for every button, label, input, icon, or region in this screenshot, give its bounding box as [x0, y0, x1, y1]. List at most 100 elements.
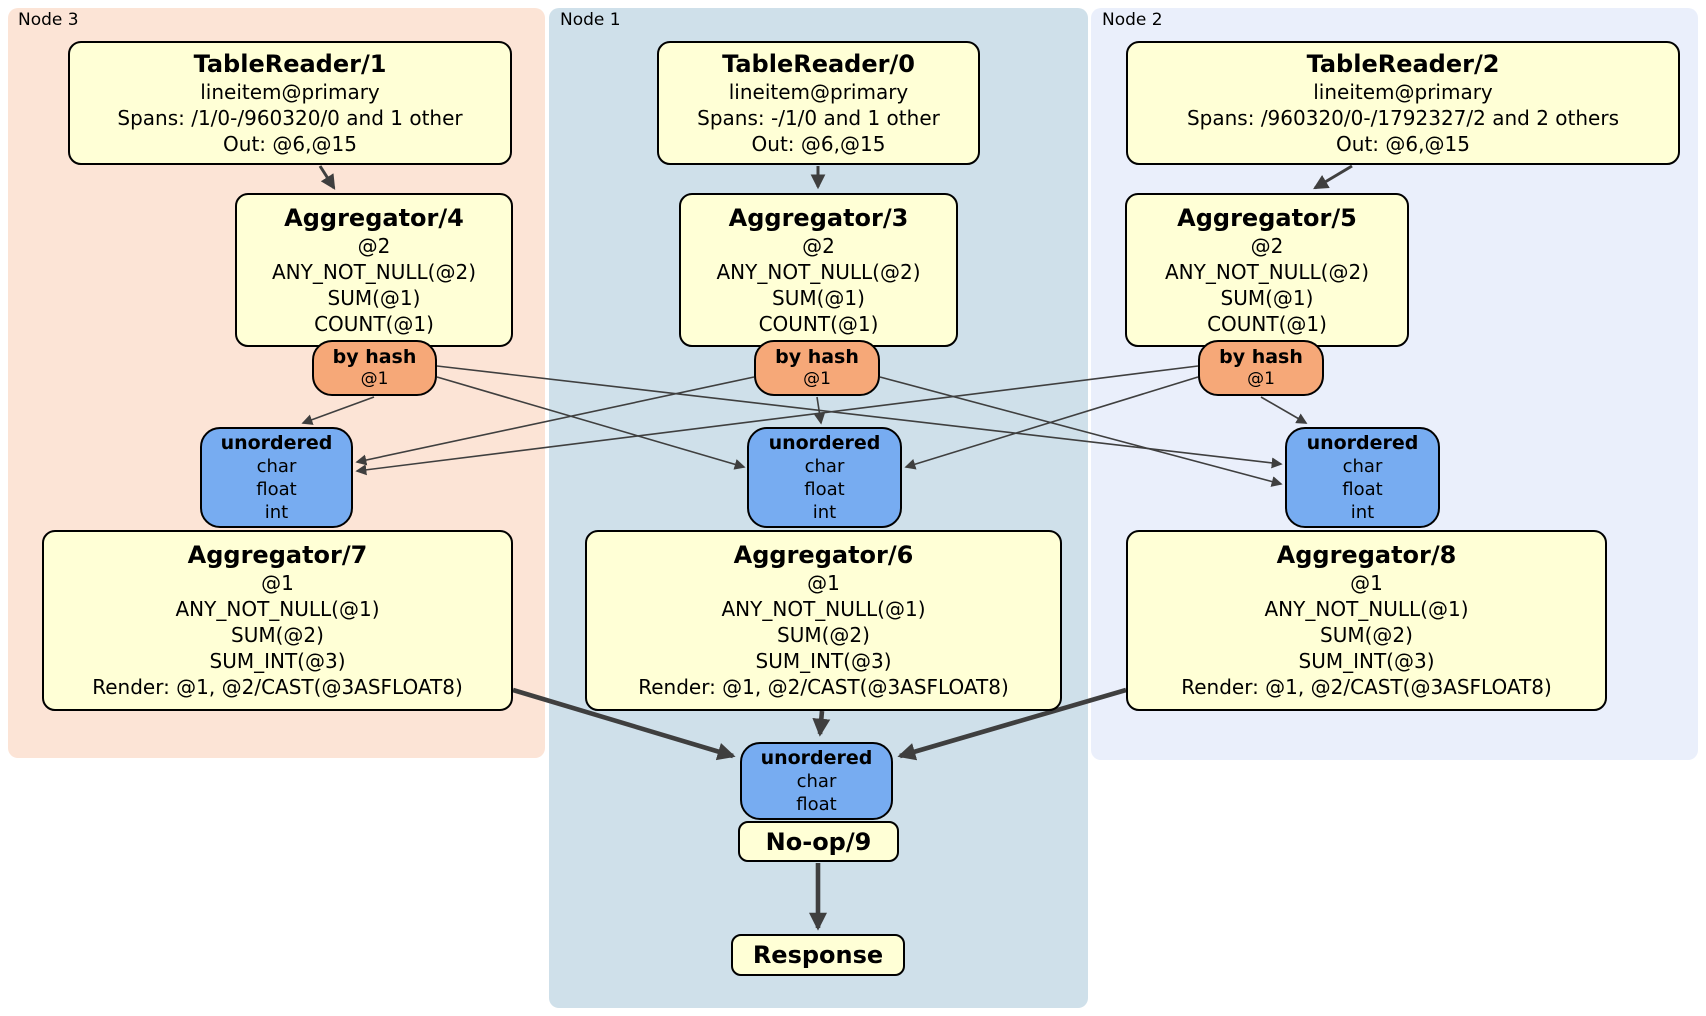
processor-detail: Out: @6,@15	[223, 131, 357, 156]
edge-router2-sync1	[904, 376, 1199, 470]
processor-title: Aggregator/8	[1276, 541, 1457, 569]
sync-type: char	[1342, 456, 1383, 477]
edge-router2-sync3	[355, 365, 1199, 476]
processor-title: Aggregator/6	[733, 541, 914, 569]
processor-tablereader-0: TableReader/0 lineitem@primary Spans: -/…	[657, 41, 980, 165]
node-1-label: Node 1	[560, 10, 621, 30]
sync-unordered-node2: unordered char float int	[1285, 427, 1440, 528]
processor-title: Aggregator/7	[187, 541, 368, 569]
processor-detail: SUM_INT(@3)	[755, 649, 892, 673]
router-detail: @1	[803, 369, 831, 389]
edge-router3-sync1	[436, 376, 746, 470]
router-title: by hash	[1219, 346, 1303, 368]
processor-aggregator-5: Aggregator/5 @2 ANY_NOT_NULL(@2) SUM(@1)…	[1125, 193, 1409, 347]
router-by-hash-node3: by hash @1	[312, 340, 437, 396]
processor-title: TableReader/2	[1306, 49, 1500, 78]
sync-unordered-node3: unordered char float int	[200, 427, 353, 528]
edge-router1-sync1	[814, 396, 826, 425]
router-detail: @1	[360, 369, 389, 389]
sync-unordered-node1: unordered char float int	[747, 427, 902, 528]
processor-aggregator-4: Aggregator/4 @2 ANY_NOT_NULL(@2) SUM(@1)…	[235, 193, 513, 347]
processor-detail: @2	[357, 233, 391, 258]
processor-detail: Out: @6,@15	[751, 131, 886, 156]
edge-tablereader2-aggregator5	[1313, 164, 1353, 190]
processor-detail: Spans: /960320/0-/1792327/2 and 2 others	[1186, 105, 1619, 130]
sync-type: float	[256, 479, 297, 500]
processor-noop-9: No-op/9	[738, 821, 899, 862]
sync-type: char	[256, 456, 297, 477]
router-title: by hash	[332, 346, 417, 368]
router-by-hash-node1: by hash @1	[754, 340, 880, 396]
sync-title: unordered	[1306, 432, 1419, 454]
processor-detail: SUM(@1)	[1220, 285, 1314, 310]
processor-detail: COUNT(@1)	[314, 311, 434, 336]
processor-detail: @1	[1350, 571, 1383, 595]
sync-type: char	[804, 456, 845, 477]
edge-tablereader1-aggregator4	[318, 165, 336, 190]
processor-detail: SUM(@2)	[777, 623, 870, 647]
processor-detail: SUM(@1)	[772, 285, 865, 310]
processor-detail: @2	[1250, 233, 1284, 258]
processor-title: Aggregator/3	[728, 203, 909, 232]
processor-detail: lineitem@primary	[1313, 79, 1493, 104]
edge-router2-sync2	[1260, 396, 1308, 424]
processor-detail: SUM_INT(@3)	[209, 649, 346, 673]
sync-type: char	[796, 771, 837, 792]
processor-tablereader-1: TableReader/1 lineitem@primary Spans: /1…	[68, 41, 512, 165]
sync-title: unordered	[220, 432, 333, 454]
processor-aggregator-3: Aggregator/3 @2 ANY_NOT_NULL(@2) SUM(@1)…	[679, 193, 958, 347]
edge-router1-sync3	[355, 376, 755, 466]
sync-type: float	[796, 794, 837, 815]
processor-title: TableReader/0	[722, 49, 915, 78]
processor-detail: COUNT(@1)	[758, 311, 879, 336]
processor-detail: lineitem@primary	[728, 79, 909, 104]
processor-detail: SUM(@1)	[327, 285, 421, 310]
sync-type: float	[804, 479, 845, 500]
processor-detail: SUM(@2)	[1320, 623, 1413, 647]
node-2-label: Node 2	[1102, 10, 1163, 30]
processor-detail: ANY_NOT_NULL(@2)	[716, 259, 921, 284]
processor-detail: lineitem@primary	[200, 79, 380, 104]
edge-router1-sync2	[879, 376, 1283, 487]
edge-router3-sync2	[436, 365, 1283, 469]
processor-detail: ANY_NOT_NULL(@1)	[175, 597, 380, 621]
edge-aggregator6-finalsync	[812, 710, 831, 737]
processor-detail: SUM(@2)	[231, 623, 324, 647]
edge-aggregator8-finalsync	[897, 687, 1127, 761]
edge-aggregator7-finalsync	[512, 687, 736, 761]
processor-detail: ANY_NOT_NULL(@2)	[1165, 259, 1369, 284]
processor-detail: Spans: /1/0-/960320/0 and 1 other	[117, 105, 463, 130]
processor-detail: Render: @1, @2/CAST(@3ASFLOAT8)	[638, 675, 1009, 699]
processor-title: Aggregator/5	[1177, 203, 1357, 232]
sync-type: int	[812, 502, 837, 523]
processor-detail: @2	[802, 233, 835, 258]
sync-type: int	[1350, 502, 1375, 523]
sync-title: unordered	[760, 747, 873, 769]
processor-detail: SUM_INT(@3)	[1298, 649, 1435, 673]
sync-type: int	[264, 502, 289, 523]
processor-title: Aggregator/4	[284, 203, 464, 232]
processor-detail: ANY_NOT_NULL(@1)	[1264, 597, 1469, 621]
router-title: by hash	[775, 346, 859, 368]
processor-detail: Out: @6,@15	[1336, 131, 1470, 156]
processor-aggregator-7: Aggregator/7 @1 ANY_NOT_NULL(@1) SUM(@2)…	[42, 530, 513, 711]
edge-router3-sync3	[301, 396, 375, 425]
processor-tablereader-2: TableReader/2 lineitem@primary Spans: /9…	[1126, 41, 1680, 165]
processor-detail: @1	[807, 571, 840, 595]
processor-title: TableReader/1	[193, 49, 387, 78]
processor-detail: Spans: -/1/0 and 1 other	[697, 105, 940, 130]
response-node: Response	[731, 934, 905, 976]
processor-detail: COUNT(@1)	[1207, 311, 1327, 336]
processor-aggregator-8: Aggregator/8 @1 ANY_NOT_NULL(@1) SUM(@2)…	[1126, 530, 1607, 711]
sync-type: float	[1342, 479, 1383, 500]
processor-aggregator-6: Aggregator/6 @1 ANY_NOT_NULL(@1) SUM(@2)…	[585, 530, 1062, 711]
processor-detail: Render: @1, @2/CAST(@3ASFLOAT8)	[1181, 675, 1552, 699]
sync-title: unordered	[768, 432, 881, 454]
processor-detail: @1	[261, 571, 294, 595]
node-3-label: Node 3	[18, 10, 79, 30]
processor-detail: ANY_NOT_NULL(@2)	[272, 259, 476, 284]
processor-detail: Render: @1, @2/CAST(@3ASFLOAT8)	[92, 675, 463, 699]
sync-unordered-final: unordered char float	[740, 742, 893, 820]
